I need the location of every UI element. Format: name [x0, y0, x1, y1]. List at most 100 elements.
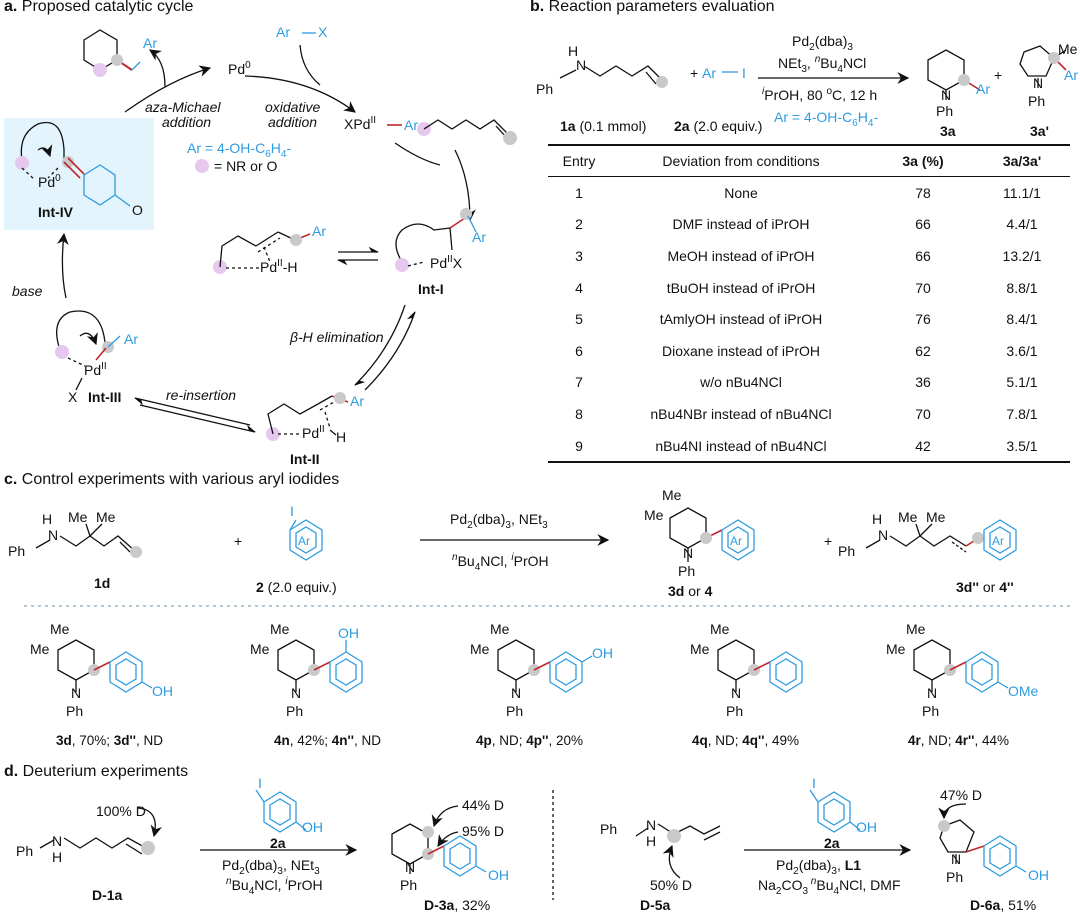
svg-text:Ar: Ar: [404, 117, 418, 133]
svg-text:H: H: [872, 511, 882, 527]
product-id: 4q: [692, 733, 708, 748]
cell-dev: tAmlyOH instead of iPrOH: [659, 311, 823, 328]
byproduct-yield: , 20%: [548, 733, 583, 748]
cell-yield: 70: [915, 405, 931, 422]
cell-dev: None: [724, 184, 758, 201]
svg-text:N: N: [52, 833, 62, 849]
cell-entry: 6: [575, 342, 583, 359]
int-iv-structure: [15, 121, 131, 207]
svg-text:N: N: [291, 685, 301, 701]
cell-yield: 76: [915, 311, 931, 328]
cond-iproh: iPrOH, 80 oC, 12 h: [762, 86, 877, 103]
svg-text:Ph: Ph: [838, 543, 855, 559]
cell-dev: Dioxane instead of iPrOH: [662, 342, 820, 359]
svg-text:I: I: [258, 775, 262, 791]
svg-text:Ar: Ar: [992, 534, 1004, 548]
svg-text:Ar: Ar: [298, 534, 310, 548]
int-iii-structure: [55, 310, 121, 391]
byproduct-id: 4n'': [331, 733, 354, 748]
svg-text:Ph: Ph: [506, 703, 523, 719]
product-caption: 3d, 70%; 3d'', ND: [56, 733, 163, 748]
int-iii-label: Int-III: [88, 389, 121, 405]
svg-text:OH: OH: [856, 819, 877, 835]
byproduct-id: 4r'': [955, 733, 975, 748]
cell-entry: 9: [548, 429, 610, 464]
int-iv-box: [4, 118, 154, 230]
int-iv-o: O: [132, 202, 143, 218]
label-2: 2 (2.0 equiv.): [256, 579, 337, 595]
label-2a-left: 2a: [270, 835, 286, 851]
svg-text:Me: Me: [710, 621, 730, 637]
label-2a: 2a (2.0 equiv.): [674, 118, 762, 134]
table-header-row: Entry Deviation from conditions 3a (%) 3…: [548, 144, 1070, 177]
cell-yield: 36: [915, 374, 931, 391]
svg-text:Ar: Ar: [124, 331, 138, 347]
svg-text:Ph: Ph: [726, 703, 743, 719]
svg-text:Ph: Ph: [678, 563, 695, 579]
svg-text:Ph: Ph: [946, 869, 963, 885]
panel-b-scheme-text: Ph N H + Ar I Pd2(dba)3 NEt3, nBu4NCl iP…: [536, 33, 1078, 139]
oxidative-addition-arrow: [244, 75, 356, 113]
svg-text:+: +: [824, 533, 832, 549]
svg-text:OH: OH: [488, 867, 509, 883]
int-ii-structure: [266, 392, 349, 441]
label-3a: 3a: [940, 123, 956, 139]
cond-d-right-1: Pd2(dba)3, L1: [776, 857, 861, 877]
cond-ar-def: Ar = 4-OH-C6H4-: [774, 109, 878, 129]
panel-b-scheme: [559, 45, 1067, 100]
cell-entry: 8: [575, 405, 583, 422]
svg-text:Ar: Ar: [350, 393, 364, 409]
cell-dev: w/o nBu4NCl: [700, 374, 782, 391]
product-id: 4n: [274, 733, 290, 748]
col-yield: 3a (%): [872, 144, 974, 177]
byproduct-id: 4q'': [742, 733, 765, 748]
cell-entry: 1: [575, 184, 583, 201]
svg-text:Ph: Ph: [600, 821, 617, 837]
int-iii-pd: PdII: [84, 361, 107, 378]
svg-text:N: N: [576, 57, 586, 73]
svg-text:I: I: [290, 503, 294, 519]
svg-text:N: N: [878, 527, 888, 543]
product-id: 4r: [908, 733, 921, 748]
byproduct-yield: , ND: [353, 733, 381, 748]
svg-text:I: I: [812, 775, 816, 791]
cond-net3: NEt3, nBu4NCl: [778, 54, 866, 75]
d47-label: 47% D: [940, 787, 982, 803]
byproduct-yield: , ND: [135, 733, 163, 748]
panel-d-title: d. Deuterium experiments: [4, 763, 189, 780]
ar-definition: Ar = 4-OH-C6H4-: [187, 140, 291, 160]
cond-d-left-1: Pd2(dba)3, NEt3: [222, 857, 320, 877]
base-arrow: [57, 232, 69, 299]
svg-text:N: N: [951, 851, 961, 867]
reaction-parameters-table: Entry Deviation from conditions 3a (%) 3…: [548, 144, 1070, 464]
int-iv-pd: Pd0: [38, 173, 61, 190]
product-caption: 4r, ND; 4r'', 44%: [908, 733, 1009, 748]
product-yield: , ND;: [707, 733, 743, 748]
product-caption: 4n, 42%; 4n'', ND: [274, 733, 381, 748]
cell-dev: MeOH instead of iPrOH: [667, 247, 815, 264]
aza-michael-arrow: [124, 65, 212, 113]
svg-text:Me: Me: [906, 621, 926, 637]
svg-text:Ph: Ph: [1028, 93, 1045, 109]
svg-text:+: +: [690, 65, 698, 81]
svg-text:H: H: [336, 429, 346, 445]
product-id: 3d: [56, 733, 72, 748]
product-caption: 4q, ND; 4q'', 49%: [692, 733, 799, 748]
svg-text:Ar: Ar: [730, 534, 742, 548]
cond-pd2dba3: Pd2(dba)3: [792, 33, 853, 53]
svg-text:Ph: Ph: [936, 103, 953, 119]
svg-text:Me: Me: [470, 641, 490, 657]
cell-dev: DMF instead of iPrOH: [672, 216, 810, 233]
label-3d-or-4: 3d or 4: [668, 583, 713, 599]
d100-label: 100% D: [96, 803, 146, 819]
svg-text:N: N: [646, 817, 656, 833]
label-d1a: D-1a: [92, 887, 123, 903]
int-i-structure: [395, 208, 477, 272]
cell-dev: nBu4NI instead of nBu4NCl: [610, 429, 872, 464]
svg-text:N: N: [941, 87, 951, 103]
